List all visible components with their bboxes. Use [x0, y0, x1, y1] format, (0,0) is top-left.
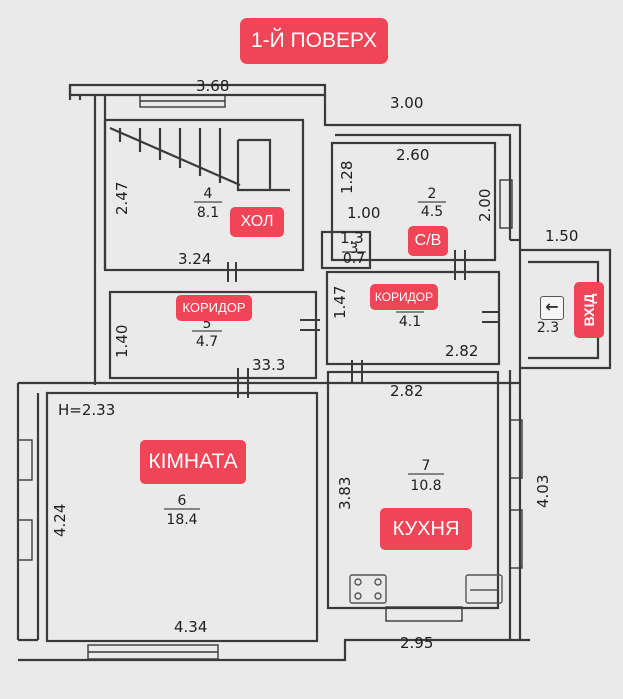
dim-sv-left: 1.28 — [338, 161, 356, 194]
room-tag-koridor2: КОРИДОР — [370, 284, 438, 310]
room-labels: 4 8.1 2 4.5 3 0.7 5 4.7 1 4.1 6 18.4 7 1… — [164, 186, 559, 528]
dim-room-left: 4.24 — [51, 504, 69, 537]
room-tag-koridor1: КОРИДОР — [176, 295, 252, 321]
room-tag-hol: ХОЛ — [230, 207, 284, 237]
dim-kitchen-right: 4.03 — [534, 475, 552, 508]
room-area-kimnata: 18.4 — [166, 512, 197, 528]
dim-sv-top: 2.60 — [396, 146, 429, 164]
room-area-small: 0.7 — [343, 251, 365, 267]
dimension-labels: 3.68 3.00 2.47 3.24 2.60 1.28 2.00 1.00 … — [51, 77, 578, 652]
dim-hol-bottom: 3.24 — [178, 250, 211, 268]
room-tag-vkhid: ВХІД — [574, 282, 604, 338]
room-number-sv: 2 — [428, 186, 437, 202]
dim-room-bottom: 4.34 — [174, 618, 207, 636]
dim-top-right: 3.00 — [390, 94, 423, 112]
room-tag-sv: С/В — [408, 226, 448, 256]
dim-hol-left: 2.47 — [113, 182, 131, 215]
dim-kor2-left: 1.47 — [331, 286, 349, 319]
room-area-sv: 4.5 — [421, 204, 443, 220]
dim-kor1-left: 1.40 — [113, 325, 131, 358]
dim-kor1-bottom: 33.3 — [252, 356, 285, 374]
left-arrow-icon: ← — [540, 296, 564, 320]
room-tag-vkhid-label: ВХІД — [581, 293, 597, 327]
room-area-kukhnia: 10.8 — [410, 478, 441, 494]
room-number-kukhnia: 7 — [422, 458, 431, 474]
doors — [227, 250, 500, 398]
dim-kitchen-left: 3.83 — [336, 477, 354, 510]
ceiling-height: H=2.33 — [58, 401, 115, 419]
room-number-hol: 4 — [204, 186, 213, 202]
room-tag-kukhnia: КУХНЯ — [380, 508, 472, 550]
room-number-koridor1: 5 — [203, 316, 212, 332]
room-number-small: 3 — [350, 241, 359, 257]
windows — [17, 94, 523, 660]
dim-sv-right: 2.00 — [476, 189, 494, 222]
dim-kor2-bottom: 2.82 — [445, 342, 478, 360]
dim-sv-bottom: 1.00 — [347, 204, 380, 222]
room-area-koridor1: 4.7 — [196, 334, 218, 350]
dim-small-top: 1.3 — [340, 229, 364, 247]
dim-porch-top: 1.50 — [545, 227, 578, 245]
room-area-koridor2: 4.1 — [399, 314, 421, 330]
room-number-kimnata: 6 — [178, 493, 187, 509]
dim-kitchen-top: 2.82 — [390, 382, 423, 400]
room-area-vkhid: 2.3 — [537, 320, 559, 336]
room-tag-kimnata: КІМНАТА — [140, 440, 246, 484]
walls — [16, 83, 612, 662]
dim-kitchen-bottom: 2.95 — [400, 634, 433, 652]
room-area-hol: 8.1 — [197, 205, 219, 221]
page-title: 1-Й ПОВЕРХ — [240, 18, 388, 64]
kitchen-fixtures — [349, 574, 503, 604]
dim-top-left: 3.68 — [196, 77, 229, 95]
